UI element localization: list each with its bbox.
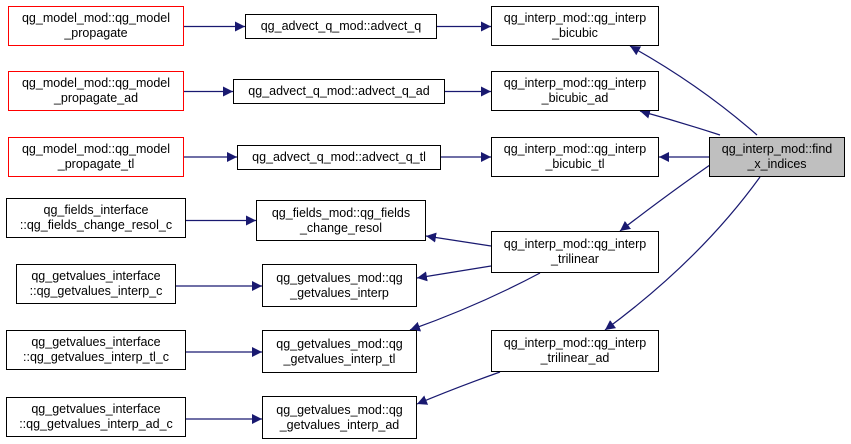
node-qg-interp-bicubic[interactable]: qg_interp_mod::qg_interp _bicubic	[491, 6, 659, 46]
node-label-line: ::qg_getvalues_interp_ad_c	[19, 417, 173, 431]
node-label-line: qg_interp_mod::find	[721, 142, 833, 156]
node-label-line: qg_getvalues_interface	[31, 269, 161, 283]
node-label-line: qg_advect_q_mod::advect_q_ad	[248, 84, 430, 98]
node-qg-getvalues-interface[interactable]: qg_getvalues_interface ::qg_getvalues_in…	[16, 264, 176, 304]
node-qg-interp-trilinear-ad[interactable]: qg_interp_mod::qg_interp _trilinear_ad	[491, 330, 659, 372]
node-advect-q[interactable]: qg_advect_q_mod::advect_q	[245, 14, 437, 39]
edge-find-to-trilinear-ad	[604, 176, 761, 331]
node-advect-q-ad[interactable]: qg_advect_q_mod::advect_q_ad	[233, 79, 445, 104]
edge-trilinear-to-getvalues-interp-tl	[409, 272, 541, 332]
node-label-line: qg_model_mod::qg_model	[21, 11, 171, 25]
edge-find-to-bicubic	[629, 45, 758, 136]
node-qg-interp-bicubic-ad[interactable]: qg_interp_mod::qg_interp _bicubic_ad	[491, 71, 659, 111]
node-label-line: qg_interp_mod::qg_interp	[503, 336, 647, 350]
node-label-line: _change_resol	[299, 220, 382, 235]
node-label-line: qg_advect_q_mod::advect_q	[260, 19, 422, 33]
node-qg-model-propagate-tl[interactable]: qg_model_mod::qg_model _propagate_tl	[8, 137, 184, 177]
node-label-line: _trilinear	[551, 252, 599, 266]
node-label-line: _propagate_tl	[57, 157, 135, 171]
node-qg-getvalues-interp[interactable]: qg_getvalues_mod::qg _getvalues_interp	[262, 264, 417, 307]
node-label-line: ::qg_fields_change_resol_c	[19, 218, 173, 232]
edge-trilinear-ad-to-getvalues-interp-ad	[416, 371, 501, 405]
node-label-line: qg_getvalues_mod::qg	[276, 336, 403, 351]
node-qg-getvalues-interface-ad[interactable]: qg_getvalues_interface ::qg_getvalues_in…	[6, 397, 186, 437]
node-qg-model-propagate[interactable]: qg_model_mod::qg_model _propagate	[8, 6, 184, 46]
edge-find-to-bicubic-ad	[639, 108, 721, 136]
node-label-line: qg_getvalues_mod::qg	[276, 270, 403, 285]
node-label-line: _propagate_ad	[53, 91, 139, 105]
node-label-line: _bicubic_ad	[541, 91, 609, 105]
node-label-line: qg_fields_mod::qg_fields	[271, 205, 411, 220]
node-label-line: ::qg_getvalues_interp_c	[29, 284, 163, 298]
node-qg-fields-change-resol[interactable]: qg_fields_mod::qg_fields _change_resol	[256, 200, 426, 241]
node-qg-interp-trilinear[interactable]: qg_interp_mod::qg_interp _trilinear	[491, 231, 659, 273]
node-label-line: qg_getvalues_interface	[31, 402, 161, 416]
node-label-line: qg_fields_interface	[43, 203, 149, 217]
node-qg-getvalues-interp-tl[interactable]: qg_getvalues_mod::qg _getvalues_interp_t…	[262, 330, 417, 373]
node-label-line: ::qg_getvalues_interp_tl_c	[23, 350, 169, 364]
node-qg-getvalues-interface-tl[interactable]: qg_getvalues_interface ::qg_getvalues_in…	[6, 330, 186, 370]
node-label-line: qg_getvalues_interface	[31, 335, 161, 349]
node-qg-getvalues-interp-ad[interactable]: qg_getvalues_mod::qg _getvalues_interp_a…	[262, 396, 417, 439]
edge-trilinear-to-getvalues-interp	[416, 265, 492, 282]
node-find-x-indices: qg_interp_mod::find _x_indices	[709, 137, 845, 177]
node-label-line: _getvalues_interp_ad	[279, 417, 400, 432]
node-label-line: _bicubic_tl	[545, 157, 605, 171]
node-qg-interp-bicubic-tl[interactable]: qg_interp_mod::qg_interp _bicubic_tl	[491, 137, 659, 177]
node-qg-fields-interface[interactable]: qg_fields_interface ::qg_fields_change_r…	[6, 198, 186, 238]
node-label-line: _propagate	[64, 26, 128, 40]
node-label-line: qg_advect_q_mod::advect_q_tl	[252, 150, 426, 164]
node-label-line: qg_model_mod::qg_model	[21, 76, 171, 90]
node-qg-model-propagate-ad[interactable]: qg_model_mod::qg_model _propagate_ad	[8, 71, 184, 111]
node-label-line: qg_interp_mod::qg_interp	[503, 76, 647, 90]
node-label-line: _x_indices	[747, 157, 807, 171]
node-label-line: _trilinear_ad	[540, 351, 610, 365]
node-advect-q-tl[interactable]: qg_advect_q_mod::advect_q_tl	[237, 145, 441, 170]
node-label-line: qg_interp_mod::qg_interp	[503, 11, 647, 25]
node-label-line: _getvalues_interp_tl	[283, 351, 396, 366]
node-label-line: _bicubic	[552, 26, 598, 40]
node-label-line: qg_interp_mod::qg_interp	[503, 142, 647, 156]
edge-trilinear-to-fields-change	[425, 232, 492, 247]
node-label-line: qg_model_mod::qg_model	[21, 142, 171, 156]
node-label-line: qg_getvalues_mod::qg	[276, 402, 403, 417]
node-label-line: _getvalues_interp	[290, 285, 389, 300]
node-label-line: qg_interp_mod::qg_interp	[503, 237, 647, 251]
